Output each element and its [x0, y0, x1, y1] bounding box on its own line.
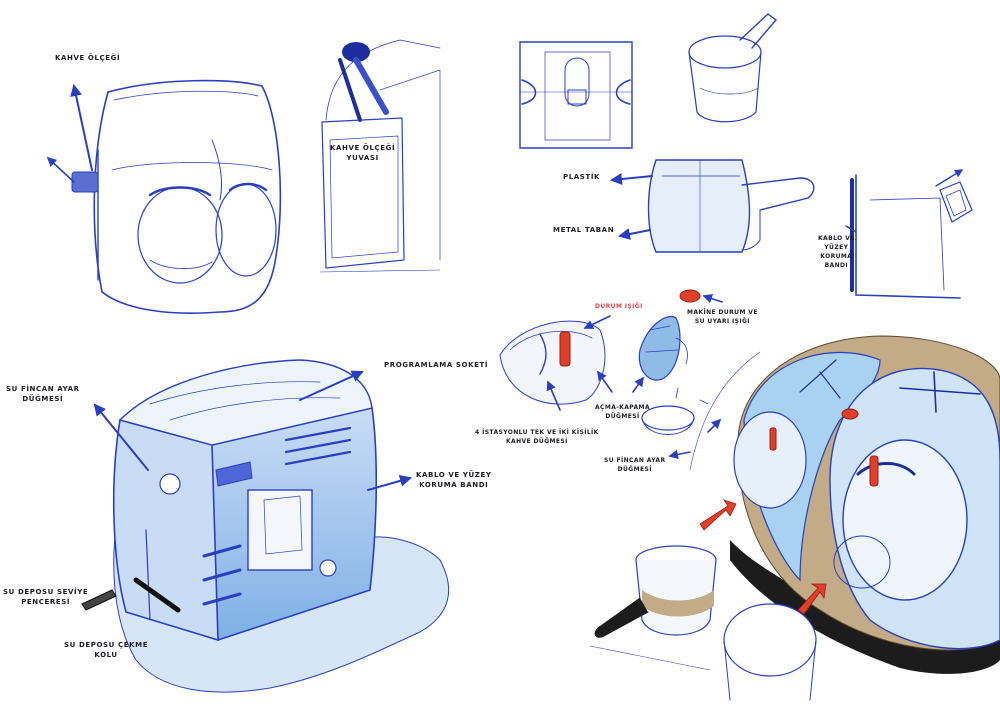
label-line: KAHVE ÖLÇEĞİ — [330, 144, 396, 152]
label-line: KORUMA — [820, 253, 853, 260]
label-kablo-yuzey-koruma: KABLO VE YÜZEY KORUMA BANDI — [416, 470, 492, 490]
sketch-plastic-metal-module — [610, 159, 815, 253]
sketch-cup-with-handle — [688, 13, 778, 123]
label-kahve-olcegi: KAHVE ÖLÇEĞİ — [55, 54, 121, 62]
label-su-deposu-seviye: SU DEPOSU SEVİYE PENCERESİ — [3, 587, 88, 607]
label-line: SU DEPOSU ÇEKME — [64, 641, 149, 649]
label-line: MAKİNE DURUM VE — [687, 309, 758, 316]
label-line: DÜĞMESİ — [617, 466, 652, 473]
label-line: SU UYARI IŞIĞI — [694, 318, 750, 325]
label-line: SU FİNCAN AYAR — [604, 457, 666, 464]
label-su-fincan-ayar: SU FİNCAN AYAR DÜĞMESİ — [6, 384, 80, 404]
label-makine-durum: MAKİNE DURUM VE SU UYARI IŞIĞI — [687, 308, 758, 326]
label-line: DÜĞMESİ — [22, 395, 64, 403]
label-acma-kapama: AÇMA-KAPAMA DÜĞMESİ — [595, 403, 650, 421]
label-line: KOLU — [94, 651, 118, 659]
label-istasyon-kahve-dugmesi: 4 İSTASYONLU TEK VE İKİ KİŞİLİK KAHVE DÜ… — [475, 428, 599, 446]
label-line: AÇMA-KAPAMA — [595, 404, 650, 411]
label-line: SU FİNCAN AYAR — [6, 385, 80, 393]
label-plastik: PLASTİK — [563, 173, 601, 181]
sketch-rendered-machine — [589, 335, 1000, 701]
label-line: KORUMA BANDI — [419, 481, 489, 489]
label-line: YÜZEY — [824, 244, 849, 251]
label-metal-taban: METAL TABAN — [553, 226, 615, 234]
sketch-scale-slot — [319, 39, 441, 273]
label-line: BANDI — [824, 262, 849, 269]
label-kahve-olcegi-yuvasi: KAHVE ÖLÇEĞİ YUVASI — [330, 143, 395, 163]
sketch-box-cylinder — [519, 41, 633, 149]
label-line: YUVASI — [346, 154, 379, 162]
label-line: KABLO VE YÜZEY — [416, 471, 492, 479]
sketch-cable-band-detail — [845, 169, 973, 299]
label-kablo-koruma-small: KABLO VE YÜZEY KORUMA BANDI — [818, 234, 855, 270]
label-su-fincan-small: SU FİNCAN AYAR DÜĞMESİ — [604, 456, 666, 474]
label-line: SU DEPOSU SEVİYE — [3, 588, 89, 596]
sketch-control-panel — [499, 289, 723, 460]
label-line: 4 İSTASYONLU TEK VE İKİ KİŞİLİK — [475, 429, 599, 436]
sketch-coffee-scale-machine — [46, 79, 282, 314]
label-line: KABLO VE — [818, 235, 855, 242]
label-durum-isigi: DURUM IŞIĞI — [595, 303, 643, 310]
sketch-main-machine-back — [81, 359, 450, 693]
label-programlama-soketi: PROGRAMLAMA SOKETİ — [384, 361, 489, 369]
label-line: KAHVE DÜĞMESİ — [506, 438, 568, 445]
label-line: DÜĞMESİ — [605, 413, 640, 420]
label-line: PENCERESİ — [21, 598, 71, 606]
label-su-deposu-cekme-kolu: SU DEPOSU ÇEKME KOLU — [64, 640, 148, 660]
